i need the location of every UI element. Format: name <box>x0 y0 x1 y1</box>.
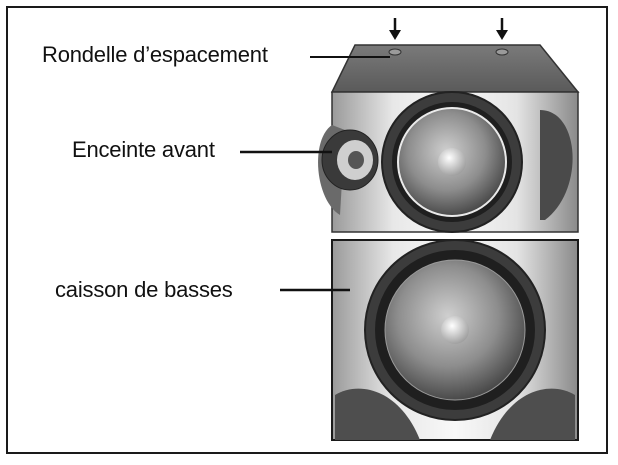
subwoofer-driver <box>364 239 546 421</box>
label-subwoofer: caisson de basses <box>55 277 233 302</box>
front-woofer <box>381 91 523 233</box>
label-front-speaker: Enceinte avant <box>72 137 215 162</box>
tweeter <box>321 129 379 191</box>
label-spacer-washer: Rondelle d’espacement <box>42 42 268 67</box>
spacer-washer-right <box>495 18 509 56</box>
speaker-top-cap <box>330 44 580 93</box>
spacer-washer-left <box>388 18 402 56</box>
